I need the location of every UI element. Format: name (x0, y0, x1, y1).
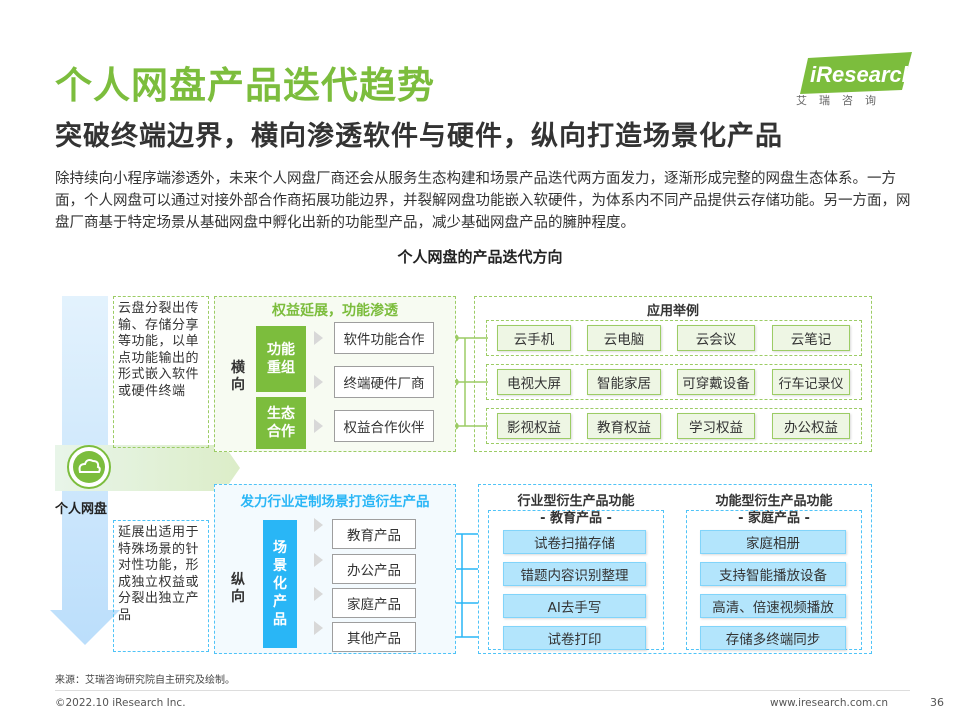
arrow-icon (314, 587, 323, 601)
example-item: 云会议 (677, 325, 755, 351)
industry-func-item: 试卷扫描存储 (503, 530, 646, 554)
arrow-icon (314, 553, 323, 567)
industry-func-item: 错题内容识别整理 (503, 562, 646, 586)
arrow-icon (314, 331, 323, 345)
horizontal-heading: 权益延展，功能渗透 (272, 303, 398, 319)
iresearch-logo: iResearch (800, 52, 915, 94)
arrow-icon (314, 518, 323, 532)
arrow-icon (314, 375, 323, 389)
function-func-item: 存储多终端同步 (700, 626, 846, 650)
page-number: 36 (930, 696, 944, 709)
industry-title: 行业型衍生产品功能 (517, 494, 635, 509)
svg-text:iResearch: iResearch (810, 62, 915, 87)
example-item: 办公权益 (772, 413, 850, 439)
example-item: 云手机 (497, 325, 571, 351)
function-title: 功能型衍生产品功能 (715, 494, 833, 509)
website-link[interactable]: www.iresearch.com.cn (770, 697, 889, 709)
center-label: 个人网盘 (55, 502, 108, 517)
function-restructure-block: 功能重组 (256, 326, 306, 392)
example-item: 可穿戴设备 (677, 369, 755, 395)
page-title: 个人网盘产品迭代趋势 (55, 64, 435, 107)
other-product-item: 其他产品 (332, 622, 416, 652)
derived-products-panel (478, 484, 872, 654)
rights-partner-item: 权益合作伙伴 (334, 410, 434, 442)
industry-func-item: 试卷打印 (503, 626, 646, 650)
example-item: 学习权益 (677, 413, 755, 439)
industry-sub: - 教育产品 - (540, 511, 612, 526)
industry-func-item: AI去手写 (503, 594, 646, 618)
software-cooperation-item: 软件功能合作 (334, 322, 434, 354)
function-func-item: 高清、倍速视频播放 (700, 594, 846, 618)
copyright: ©2022.10 iResearch Inc. (55, 697, 186, 709)
intro-paragraph: 除持续向小程序端渗透外，未来个人网盘厂商还会从服务生态构建和场景产品迭代两方面发… (55, 171, 911, 231)
page-subtitle: 突破终端边界，横向渗透软件与硬件，纵向打造场景化产品 (55, 121, 783, 152)
example-item: 影视权益 (497, 413, 571, 439)
horizontal-side-text: 云盘分裂出传输、存储分享等功能，以单点功能输出的形式嵌入软件或硬件终端 (113, 296, 209, 448)
example-item: 云笔记 (772, 325, 850, 351)
scenario-product-block: 场景化产品 (263, 520, 297, 648)
hardware-vendor-item: 终端硬件厂商 (334, 366, 434, 398)
examples-row-3 (486, 408, 862, 444)
examples-row-1 (486, 320, 862, 356)
example-item: 智能家居 (587, 369, 661, 395)
footer-divider (55, 690, 910, 691)
example-item: 云电脑 (587, 325, 661, 351)
arrow-icon (314, 419, 323, 433)
vertical-side-text: 延展出适用于特殊场景的针对性功能，形成独立权益或分裂出独立产品 (113, 520, 209, 652)
cloud-storage-icon (67, 445, 111, 489)
function-func-item: 家庭相册 (700, 530, 846, 554)
function-sub: - 家庭产品 - (738, 511, 810, 526)
example-item: 行车记录仪 (772, 369, 850, 395)
vertical-heading: 发力行业定制场景打造衍生产品 (240, 494, 430, 510)
horizontal-label: 横向 (231, 360, 245, 393)
logo-subtitle: 艾瑞咨询 (796, 94, 888, 107)
example-item: 电视大屏 (497, 369, 571, 395)
diagram-title: 个人网盘的产品迭代方向 (397, 248, 563, 266)
examples-row-2 (486, 364, 862, 400)
examples-title: 应用举例 (646, 304, 699, 319)
family-product-item: 家庭产品 (332, 588, 416, 618)
office-product-item: 办公产品 (332, 554, 416, 584)
function-func-item: 支持智能播放设备 (700, 562, 846, 586)
examples-panel (474, 296, 872, 452)
example-item: 教育权益 (587, 413, 661, 439)
arrow-icon (314, 621, 323, 635)
ecosystem-cooperation-block: 生态合作 (256, 397, 306, 449)
vertical-label: 纵向 (231, 572, 245, 605)
source-note: 来源：艾瑞咨询研究院自主研究及绘制。 (55, 675, 235, 686)
education-product-item: 教育产品 (332, 519, 416, 549)
